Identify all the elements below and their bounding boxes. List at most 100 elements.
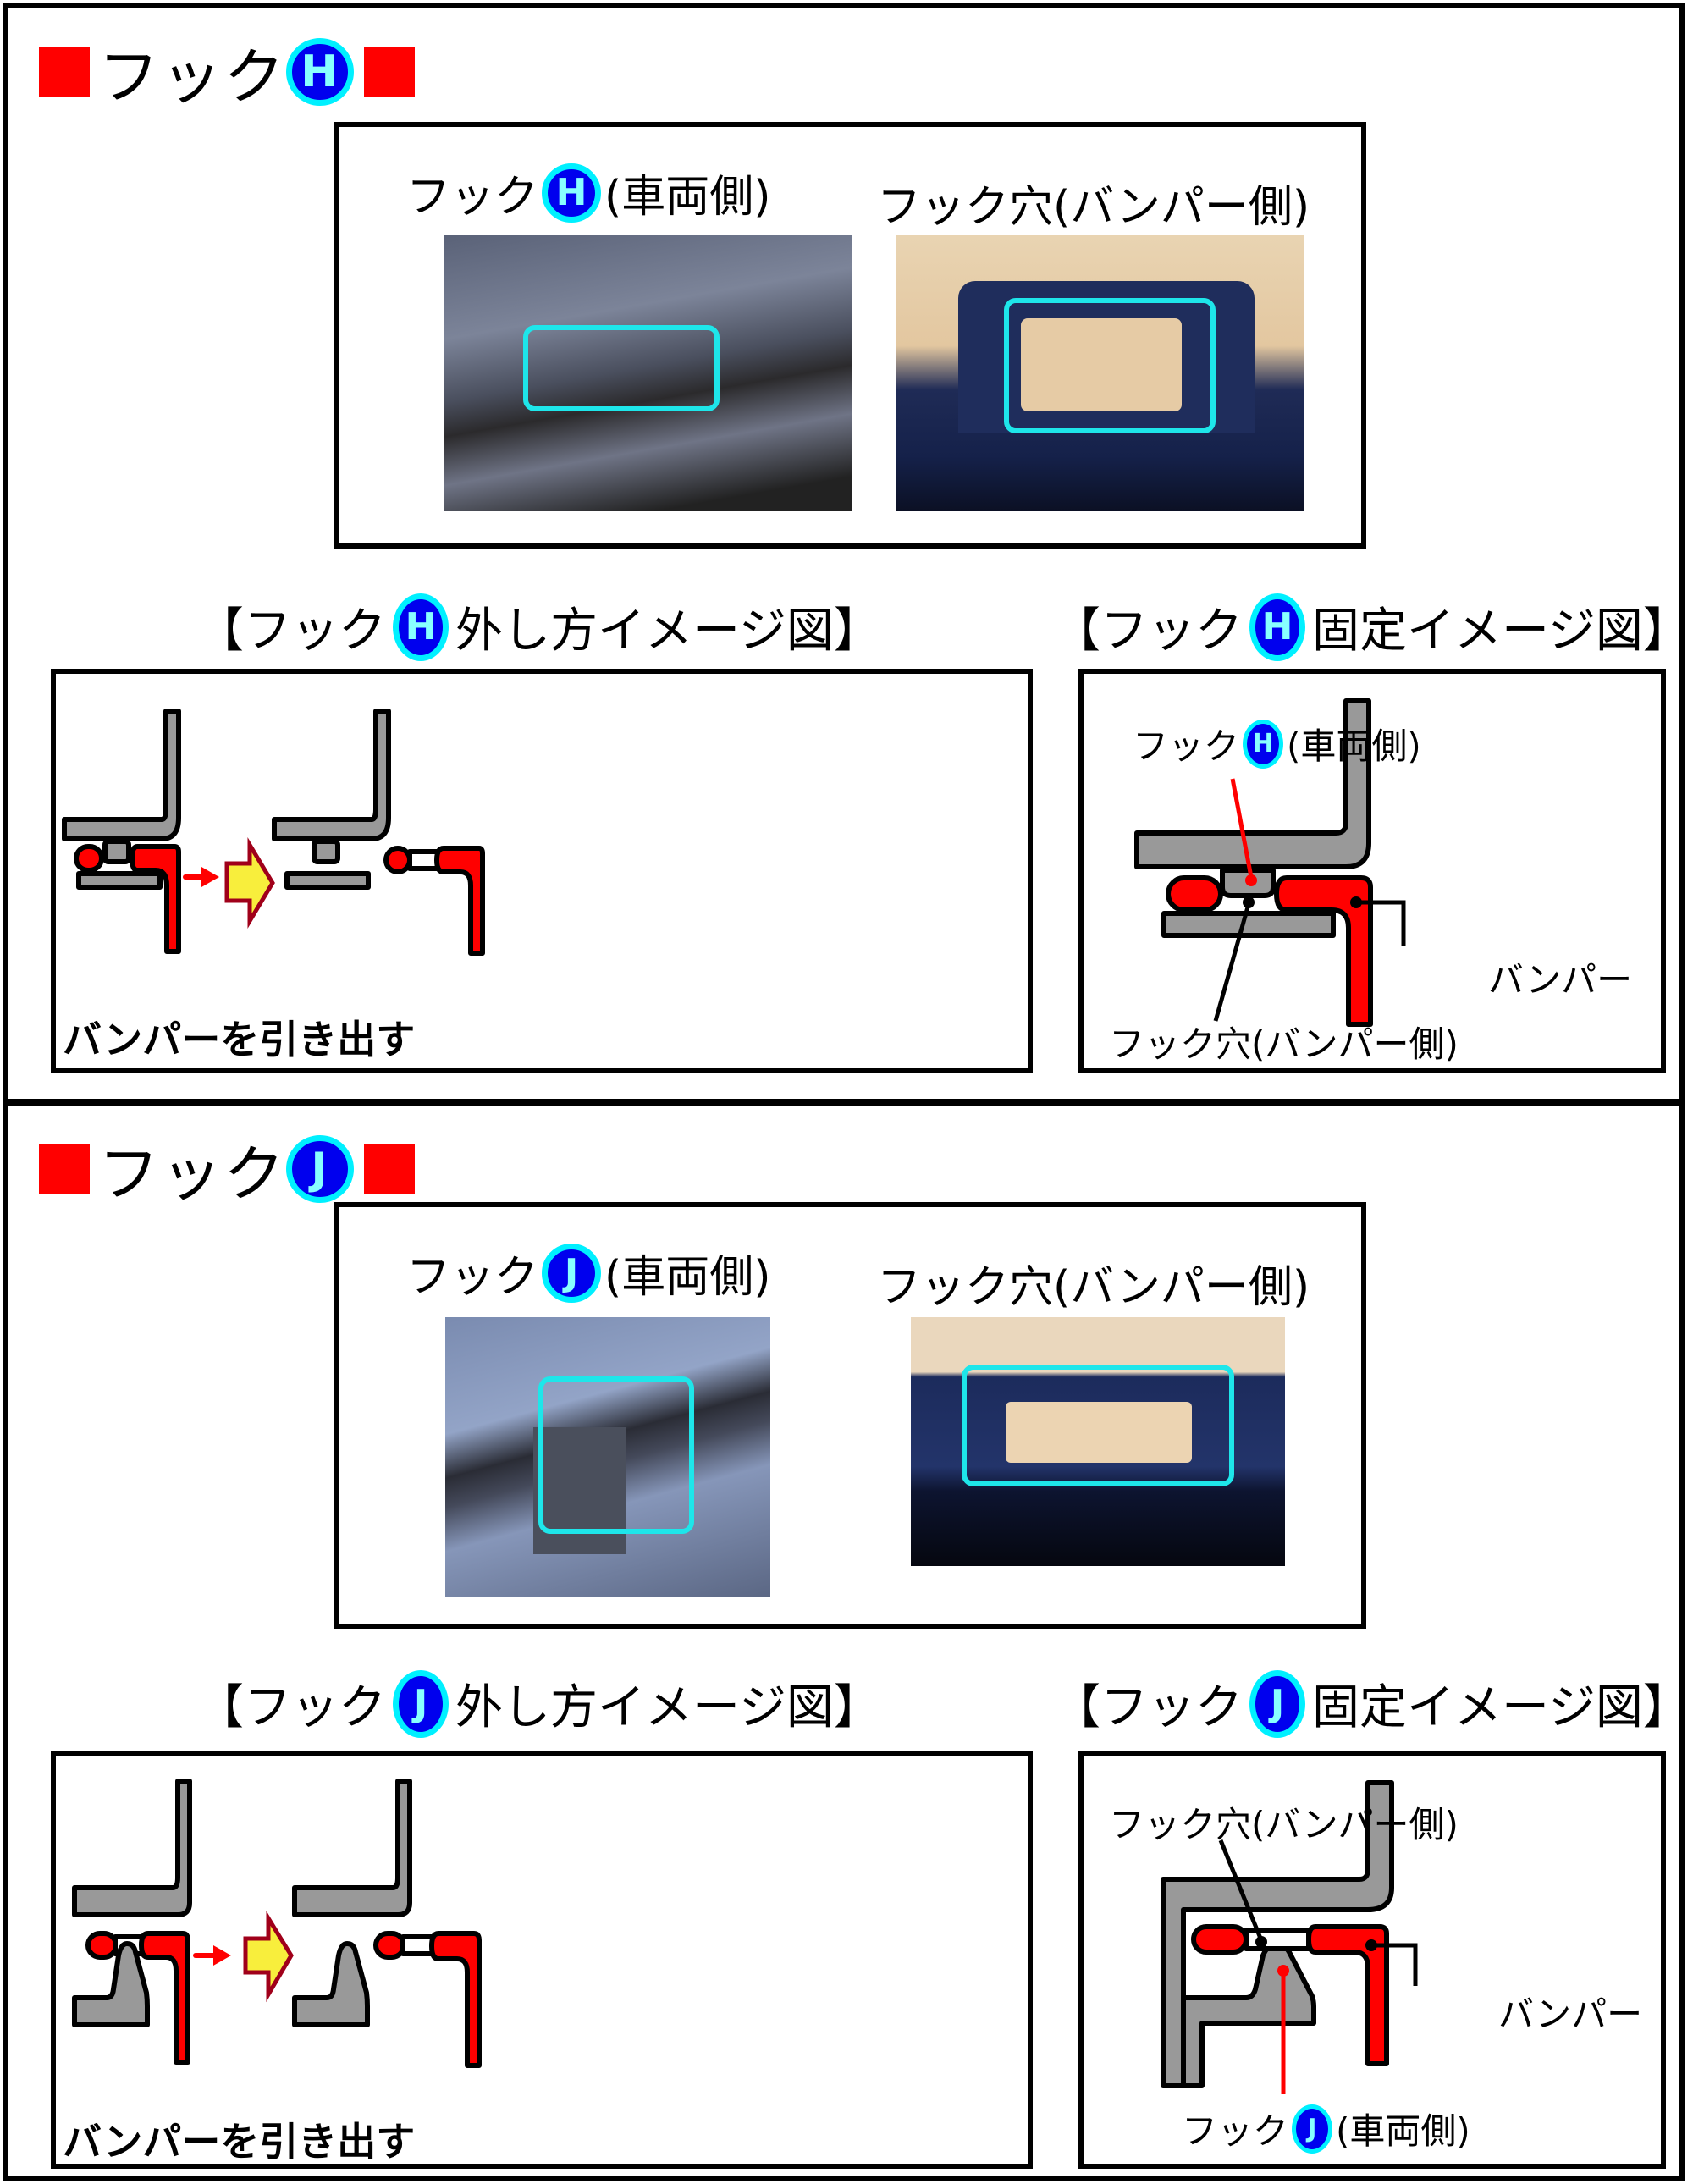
transition-arrow-icon (243, 1911, 294, 2003)
section-title-h: フック H (39, 27, 416, 116)
fixed-diagram-svg (1161, 1780, 1418, 2094)
heading-text: 外し方イメージ図】 (455, 604, 881, 659)
label-text: フック (1182, 2110, 1289, 2152)
red-square-marker (364, 1143, 416, 1194)
vehicle-bracket (72, 1779, 192, 1917)
hook-stub (102, 839, 131, 864)
bumper-segment (1166, 875, 1223, 913)
bumper-segment (1274, 875, 1373, 1027)
vehicle-hook-photo (444, 235, 852, 511)
vehicle-bracket (292, 1779, 412, 1917)
fixed-heading-h: 【フック H 固定イメージ図】 (1053, 593, 1690, 661)
bumper-segment (434, 846, 485, 956)
vehicle-photo-caption: フック J (車両側) (406, 1241, 771, 1304)
caption-text: (車両側) (604, 172, 771, 223)
label-text: フック (1133, 725, 1240, 767)
hook-wedge (72, 1941, 150, 2027)
hook-wedge (1181, 1941, 1316, 2088)
hook-hole-label: フック穴(バンパー側) (1109, 1023, 1459, 1065)
heading-text: 固定イメージ図】 (1312, 604, 1690, 659)
leader-lines (1218, 1839, 1418, 2094)
hook-hole-gap (1244, 1928, 1311, 1951)
bumper-hole-photo (911, 1317, 1285, 1566)
fixed-diagram-svg (1134, 698, 1406, 1027)
bumper-segment (130, 844, 181, 954)
bumper-segment (383, 846, 412, 874)
leader-lines (1213, 778, 1406, 1022)
hook-vehicle-label: フック J (車両側) (1182, 2103, 1470, 2154)
hook-badge-icon: H (1249, 593, 1305, 661)
hook-badge-icon: H (1243, 719, 1284, 769)
red-square-marker (364, 46, 416, 97)
vehicle-lower-plate (284, 871, 371, 890)
vehicle-hook-photo (445, 1317, 770, 1597)
red-square-marker (39, 46, 90, 97)
photo-panel: フック H (車両側) フック穴(バンパー側) (334, 122, 1366, 549)
vehicle-outer-bracket (1161, 1780, 1394, 2088)
caption-text: フック (406, 1252, 539, 1303)
hook-badge-icon: J (1249, 1669, 1305, 1738)
bumper-segment (85, 1931, 119, 1960)
heading-text: 外し方イメージ図】 (455, 1680, 881, 1735)
bumper-photo-caption: フック穴(バンパー側) (877, 1262, 1310, 1313)
instruction-pull-bumper: バンパーを引き出す (63, 1017, 416, 1062)
label-text: (車両側) (1287, 725, 1421, 767)
highlight-frame (523, 325, 720, 411)
removal-heading-h: 【フック H 外し方イメージ図】 (196, 593, 881, 661)
pull-direction-arrow (183, 867, 219, 887)
caption-text: フック (406, 172, 539, 223)
hook-badge-icon: J (1292, 2104, 1333, 2154)
vehicle-bracket (62, 709, 181, 841)
heading-text: 【フック (1053, 604, 1243, 659)
fixed-diagram-h: フック H (車両側) フック穴(バンパー側) バンパー (1078, 669, 1666, 1073)
section-hook-j: フック J フック J (車両側) フック穴(バンパー側) 【フック J 外し方… (3, 1100, 1690, 2181)
bumper-segment (1191, 1924, 1249, 1955)
vehicle-bracket (272, 709, 391, 841)
photo-panel: フック J (車両側) フック穴(バンパー側) (334, 1202, 1366, 1629)
hook-vehicle-label: フック H (車両側) (1133, 718, 1421, 769)
pull-direction-arrow (193, 1945, 231, 1966)
heading-text: 【フック (1053, 1680, 1243, 1735)
highlight-frame (1004, 298, 1216, 433)
caption-text: (車両側) (604, 1252, 771, 1303)
red-square-marker (39, 1143, 90, 1194)
instruction-pull-bumper: バンパーを引き出す (63, 2119, 416, 2165)
transition-arrow-icon (224, 836, 275, 929)
bumper-segment (429, 1931, 482, 2068)
section-title-text: フック (98, 41, 287, 113)
removal-diagram-j: バンパーを引き出す (51, 1751, 1033, 2169)
section-title-j: フック J (39, 1124, 416, 1213)
fixed-heading-j: 【フック J 固定イメージ図】 (1053, 1669, 1690, 1738)
vehicle-lower-plate (1161, 911, 1336, 938)
hook-hole-label: フック穴(バンパー側) (1109, 1804, 1459, 1845)
hook-badge-icon: H (286, 37, 355, 106)
hole-opening (1021, 318, 1182, 411)
bumper-segment (139, 1931, 190, 2065)
removal-diagram-svg (72, 1779, 482, 2068)
hook-wedge (292, 1941, 370, 2027)
removal-diagram-h: バンパーを引き出す (51, 669, 1033, 1073)
highlight-frame (962, 1365, 1234, 1486)
hook-badge-icon: H (542, 163, 602, 223)
highlight-frame (538, 1376, 694, 1534)
heading-text: 固定イメージ図】 (1312, 1680, 1690, 1735)
vehicle-lower-plate (76, 871, 163, 890)
bumper-hole-photo (896, 235, 1304, 511)
hook-stub (312, 839, 340, 864)
section-title-text: フック (98, 1139, 287, 1210)
section-hook-h: フック H フック H (車両側) フック穴(バンパー側) 【フック H 外し方… (3, 3, 1690, 1104)
bumper-segment (373, 1931, 406, 1960)
hook-badge-icon: J (286, 1134, 355, 1203)
removal-heading-j: 【フック J 外し方イメージ図】 (196, 1669, 881, 1738)
heading-text: 【フック (196, 604, 386, 659)
heading-text: 【フック (196, 1680, 386, 1735)
bumper-segment (74, 844, 104, 873)
vehicle-bracket (1134, 698, 1371, 869)
removal-diagram-svg (62, 709, 485, 956)
bumper-label: バンパー (1498, 1994, 1643, 2035)
bumper-photo-caption: フック穴(バンパー側) (877, 182, 1310, 233)
vehicle-photo-caption: フック H (車両側) (406, 161, 771, 224)
hook-badge-icon: J (393, 1669, 449, 1738)
fixed-diagram-j: フック穴(バンパー側) フック J (車両側) バンパー (1078, 1751, 1666, 2169)
hook-badge-icon: J (542, 1243, 602, 1303)
